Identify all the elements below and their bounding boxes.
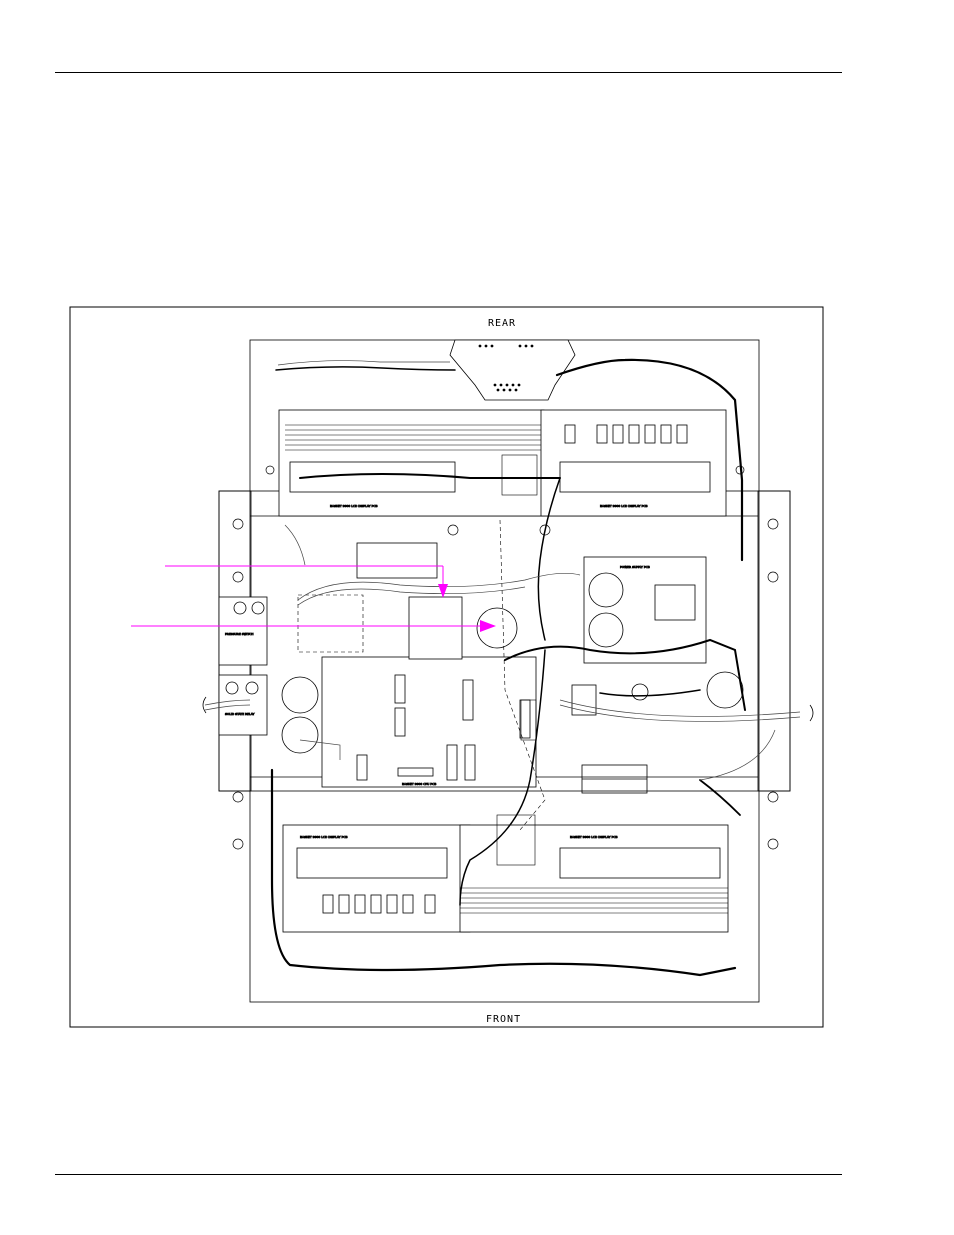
pcb-power: POWER SUPPLY PCB bbox=[571, 556, 707, 794]
pcb-display-rear-right: BASKET 9900 LCD DISPLAY PCB bbox=[540, 409, 727, 517]
pcb-display-front-right: BASKET 9900 LCD DISPLAY PCB bbox=[459, 824, 729, 933]
pcb-display-front-left: BASKET 9900 LCD DISPLAY PCB bbox=[282, 824, 471, 933]
relay-bottom-label: SOLID STATE RELAY bbox=[225, 712, 255, 716]
rear-vent bbox=[449, 339, 576, 401]
pcb-text-front-left: BASKET 9900 LCD DISPLAY PCB bbox=[300, 835, 348, 839]
pcb-text-front-right: BASKET 9900 LCD DISPLAY PCB bbox=[570, 835, 618, 839]
pcb-display-rear-left: BASKET 9900 LCD DISPLAY PCB bbox=[278, 409, 545, 517]
pcb-text-power: POWER SUPPLY PCB bbox=[620, 565, 650, 569]
pcb-cpu: BASKET 9900 CPU PCB bbox=[321, 596, 537, 788]
pcb-text-cpu: BASKET 9900 CPU PCB bbox=[402, 782, 436, 786]
pcb-text-rear-left: BASKET 9900 LCD DISPLAY PCB bbox=[330, 504, 378, 508]
callout-arrows bbox=[131, 565, 496, 632]
placard bbox=[356, 542, 438, 579]
relay-top-label: PRESSURE SWITCH bbox=[225, 632, 254, 636]
figure-frame bbox=[69, 306, 824, 1028]
relay-block: PRESSURE SWITCH SOLID STATE RELAY bbox=[218, 596, 268, 736]
label-front: FRONT bbox=[486, 1014, 521, 1025]
label-rear: REAR bbox=[488, 318, 516, 329]
cable-breaks bbox=[202, 696, 814, 722]
header-rule bbox=[55, 72, 842, 73]
pcb-text-rear-right: BASKET 9900 LCD DISPLAY PCB bbox=[600, 504, 648, 508]
footer-rule bbox=[55, 1174, 842, 1175]
grommets bbox=[281, 607, 744, 754]
wires-gray bbox=[204, 360, 801, 781]
wires-black bbox=[270, 358, 746, 977]
transformer-outline bbox=[297, 519, 546, 831]
